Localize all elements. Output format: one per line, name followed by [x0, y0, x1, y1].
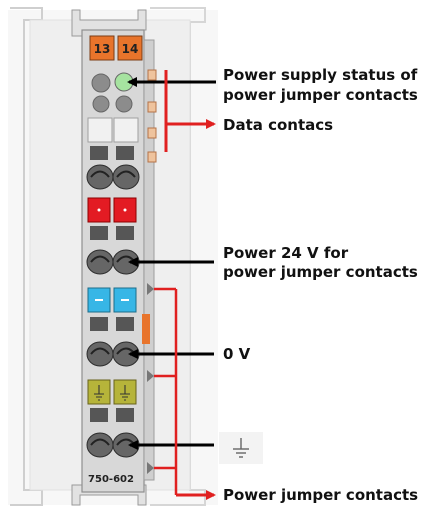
terminal-module: 13 14: [71, 9, 157, 506]
label-power-supply-status-line2: power jumper contacts: [223, 86, 418, 104]
label-power-24v-line1: Power 24 V for: [223, 244, 349, 262]
module-part-number: 750-602: [88, 474, 134, 485]
terminal-number-13: 13: [94, 42, 111, 56]
label-power-supply-status-line1: Power supply status of: [223, 66, 418, 84]
power-jumper-bracket: [154, 287, 216, 500]
label-power-24v-line2: power jumper contacts: [223, 263, 418, 281]
status-annotation: [127, 70, 216, 152]
label-data-contacts: Data contacs: [223, 116, 334, 134]
label-power-jumper-contacts: Power jumper contacts: [223, 486, 419, 504]
terminal-number-14: 14: [122, 42, 139, 56]
ground-symbol-box: [219, 432, 263, 464]
label-zero-v: 0 V: [223, 345, 251, 363]
ground-symbol-icon: [233, 438, 249, 458]
